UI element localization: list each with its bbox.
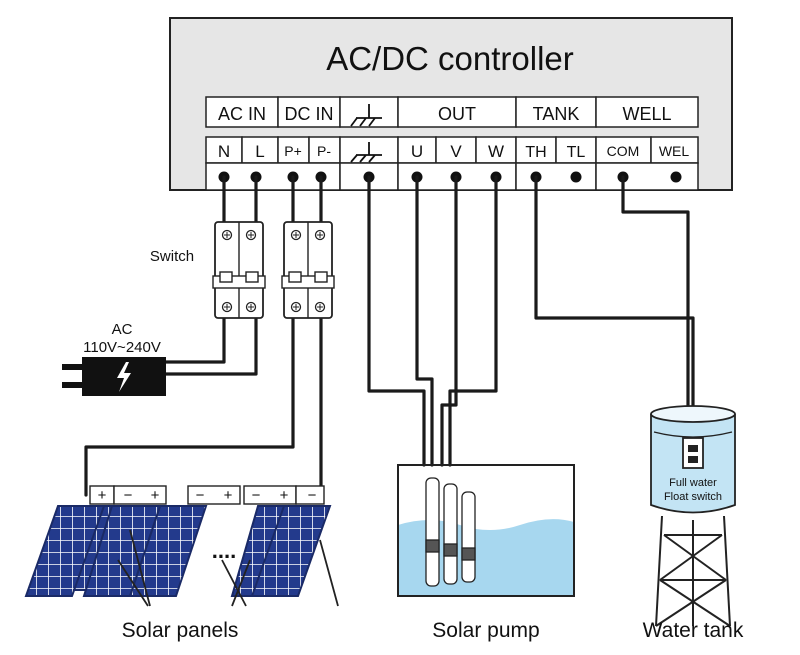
ground-icon [350, 104, 382, 127]
controller: AC/DC controller AC IN DC IN OUT TANK WE… [169, 17, 733, 191]
ac-breaker [212, 221, 266, 319]
panel-sign: + [98, 487, 107, 504]
ac-voltage-label: 110V~240V [83, 339, 161, 356]
group-well: WELL [622, 104, 671, 124]
float-label-1: Full water [669, 477, 717, 489]
solar-panels-label: Solar panels [122, 619, 239, 642]
terminal-l: L [255, 142, 264, 161]
pump-icon [425, 477, 476, 587]
group-tank: TANK [533, 104, 580, 124]
ac-label: AC [112, 321, 133, 338]
water-tank [650, 405, 736, 627]
terminal-th: TH [525, 144, 546, 161]
solar-panels [24, 485, 339, 607]
water-tank-label: Water tank [643, 619, 744, 642]
group-ac-in: AC IN [218, 104, 266, 124]
terminal-wel: WEL [659, 143, 690, 159]
panel-sign: − [308, 487, 317, 504]
terminal-v: V [450, 142, 462, 161]
terminal-p-minus: P- [317, 143, 331, 159]
panel-ellipsis: .... [212, 538, 236, 563]
ac-plug [62, 357, 166, 396]
lightning-icon [117, 362, 131, 392]
terminal-n: N [218, 142, 230, 161]
solar-pump-label: Solar pump [432, 619, 539, 642]
terminal-p-plus: P+ [284, 143, 302, 159]
panel-sign: + [280, 487, 289, 504]
pump-well [397, 464, 575, 597]
wires [84, 175, 695, 497]
terminal-w: W [488, 142, 504, 161]
panel-sign: + [151, 487, 160, 504]
group-dc-in: DC IN [285, 104, 334, 124]
float-label-2: Float switch [664, 491, 722, 503]
switch-label: Switch [150, 248, 194, 265]
terminal-dot [670, 171, 682, 183]
float-switch-icon [682, 437, 704, 469]
panel-sign: − [124, 487, 133, 504]
panel-sign: − [196, 487, 205, 504]
group-out: OUT [438, 104, 476, 124]
ground-icon [350, 142, 382, 163]
panel-sign: − [252, 487, 261, 504]
panel-sign: + [224, 487, 233, 504]
controller-title: AC/DC controller [326, 40, 574, 77]
dc-breaker [281, 221, 335, 319]
terminal-tl: TL [567, 144, 586, 161]
terminal-com: COM [607, 143, 640, 159]
terminal-dot [570, 171, 582, 183]
terminal-u: U [411, 142, 423, 161]
